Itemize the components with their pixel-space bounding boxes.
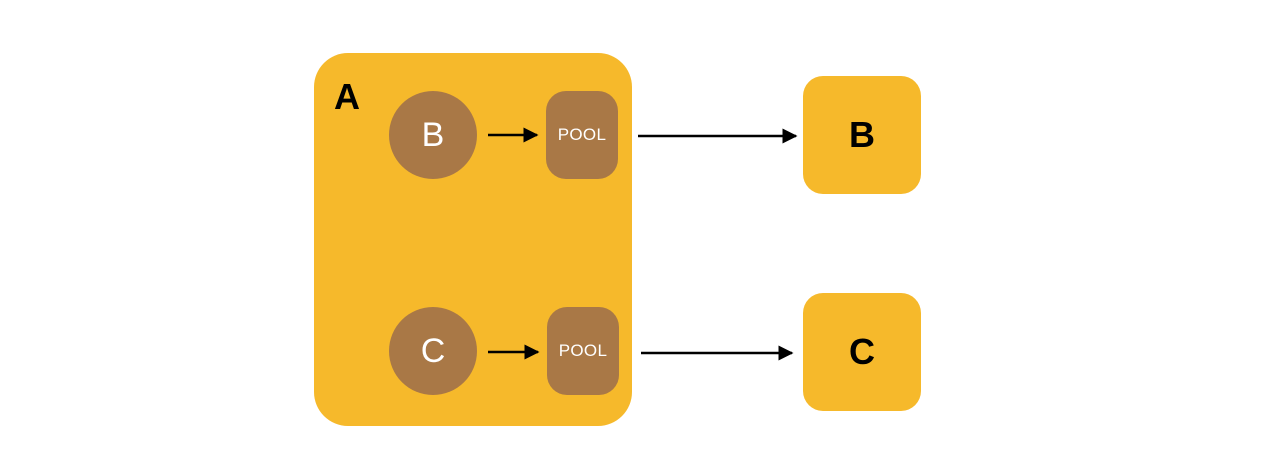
pool-node-c: POOL bbox=[547, 307, 619, 395]
target-node-c: C bbox=[803, 293, 921, 411]
source-node-c: C bbox=[389, 307, 477, 395]
pool-node-b: POOL bbox=[546, 91, 618, 179]
target-node-b: B bbox=[803, 76, 921, 194]
source-node-b: B bbox=[389, 91, 477, 179]
container-a-label: A bbox=[334, 76, 360, 117]
